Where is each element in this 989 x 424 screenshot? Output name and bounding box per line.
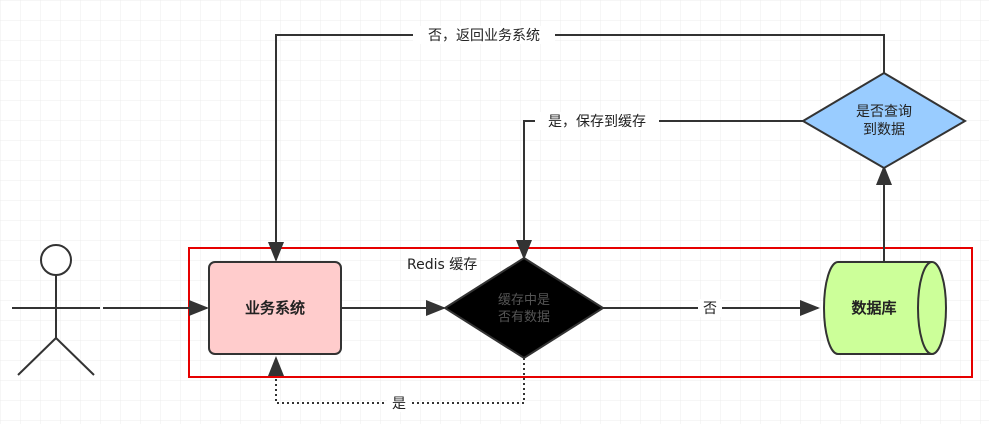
redis-cache-label: Redis 缓存	[407, 257, 477, 273]
no-return-label: 否，返回业务系统	[428, 28, 540, 44]
database-label: 数据库	[851, 299, 896, 317]
cache-check-label-line1: 缓存中是	[498, 293, 550, 308]
arrow-db-check-yes-save	[516, 120, 803, 260]
user-actor-icon	[12, 244, 100, 376]
business-system-label: 业务系统	[245, 299, 305, 317]
yes-save-label: 是，保存到缓存	[548, 114, 646, 130]
cache-check-label-line2: 否有数据	[498, 310, 550, 325]
arrow-db-check-no-return	[268, 34, 885, 262]
business-system-node: 业务系统	[208, 261, 342, 355]
cache-check-node: 缓存中是 否有数据	[443, 256, 605, 360]
arrow-cache-hit-return	[268, 356, 525, 404]
db-check-label-line1: 是否查询	[856, 104, 912, 120]
database-node: 数据库	[823, 261, 947, 355]
db-check-label-line2: 到数据	[863, 122, 905, 138]
no-label: 否	[703, 301, 717, 317]
db-check-node: 是否查询 到数据	[801, 71, 967, 170]
yes-label: 是	[392, 396, 406, 412]
